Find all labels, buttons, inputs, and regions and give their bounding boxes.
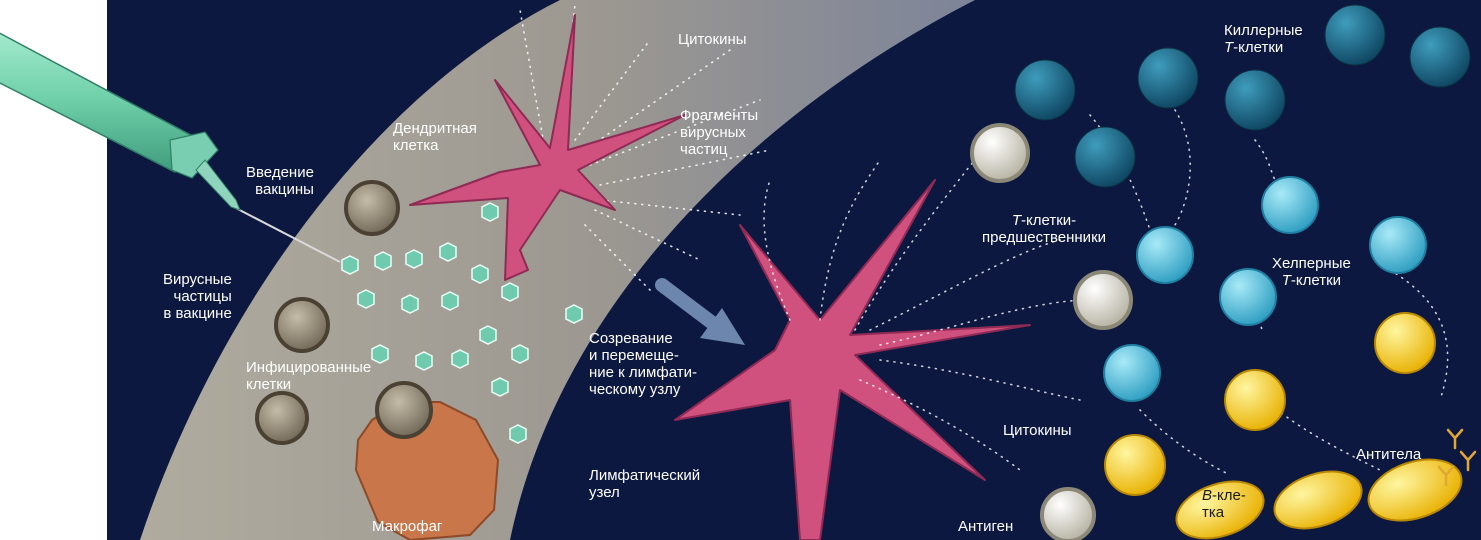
label-infected-cells: Инфицированные клетки: [246, 359, 371, 393]
label-cytokines-lymph: Цитокины: [1003, 422, 1072, 439]
label-killer-t-cells: Киллерные T-клетки: [1224, 22, 1303, 56]
label-antigen: Антиген: [958, 518, 1013, 535]
label-vaccine-particles: Вирусные частицы в вакцине: [163, 271, 232, 322]
label-viral-fragments: Фрагменты вирусных частиц: [680, 107, 758, 158]
label-cytokines-top: Цитокины: [678, 31, 747, 48]
label-precursor-t-cells: T-клетки- предшественники: [982, 212, 1106, 246]
label-b-cell: B-кле- тка: [1202, 487, 1246, 521]
label-helper-t-cells: Хелперные T-клетки: [1272, 255, 1351, 289]
label-macrophage: Макрофаг: [372, 518, 442, 535]
label-antibodies: Антитела: [1356, 446, 1421, 463]
label-maturation: Созревание и перемеще- ние к лимфати- че…: [589, 330, 697, 398]
label-vaccine-injection: Введение вакцины: [246, 164, 314, 198]
label-lymph-node: Лимфатический узел: [589, 467, 700, 501]
label-dendritic-cell: Дендритная клетка: [393, 120, 477, 154]
